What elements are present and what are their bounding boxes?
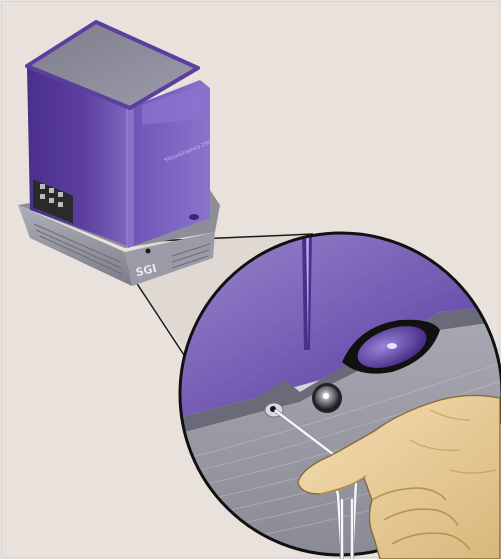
front-pinhole-icon: [146, 249, 151, 254]
power-button-icon: [189, 214, 199, 220]
status-led-icon: [312, 383, 342, 413]
